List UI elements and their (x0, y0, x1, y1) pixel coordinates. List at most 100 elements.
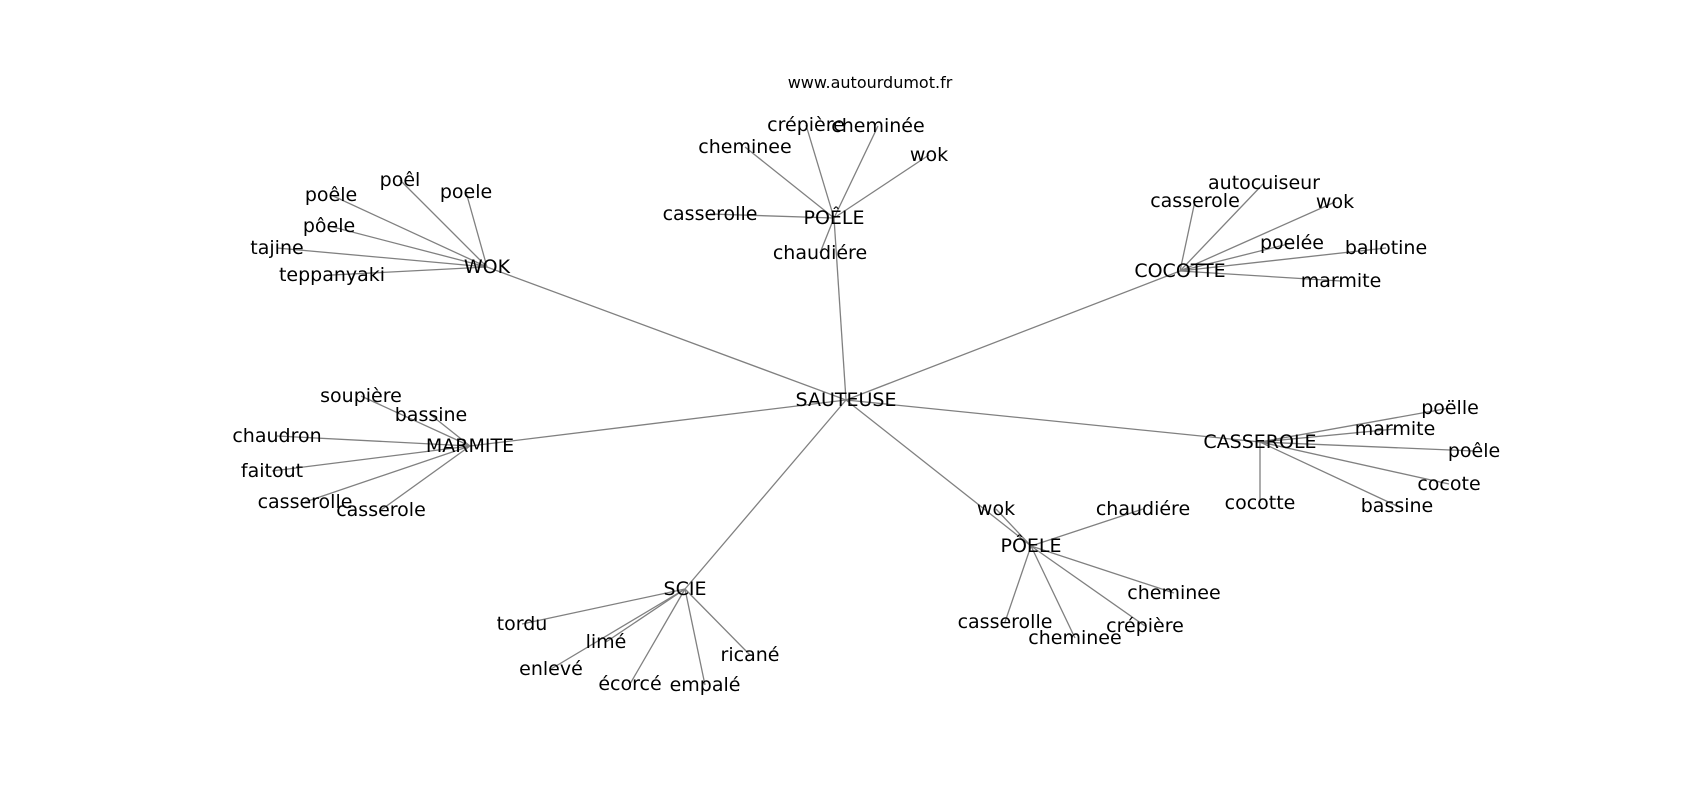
leaf-node-cocotte-1: casserole (1150, 190, 1240, 212)
edge-root-wok (486, 266, 847, 401)
leaf-node-casserole-2: poêle (1448, 440, 1500, 462)
leaf-node-poele-bottom-3: casserolle (958, 611, 1053, 633)
leaf-node-poele-top-1: cheminée (831, 115, 924, 137)
leaf-node-casserole-4: cocotte (1225, 492, 1296, 514)
edge-cocotte-0 (1179, 182, 1265, 272)
edge-scie-3 (629, 588, 686, 685)
hub-node-casserole: CASSEROLE (1203, 431, 1316, 453)
edge-root-marmite (469, 399, 847, 447)
leaf-node-casserole-3: cocote (1417, 473, 1480, 495)
edge-marmite-3 (271, 445, 471, 472)
leaf-node-poele-top-4: casserolle (663, 203, 758, 225)
edge-scie-5 (684, 588, 751, 656)
edge-cocotte-5 (1179, 270, 1342, 282)
edge-scie-4 (684, 588, 706, 686)
edge-cocotte-1 (1179, 200, 1196, 272)
edge-marmite-5 (380, 445, 471, 511)
hub-node-wok: WOK (464, 256, 511, 278)
leaf-node-casserole-5: bassine (1361, 495, 1434, 517)
edge-poele-bottom-1 (1030, 508, 1144, 547)
edge-wok-3 (328, 225, 488, 268)
edge-wok-2 (465, 191, 488, 268)
edge-scie-1 (605, 588, 686, 643)
hub-node-poele-bottom: PÔELE (1000, 533, 1061, 557)
edge-scie-2 (550, 588, 686, 670)
leaf-node-marmite-4: casserolle (258, 491, 353, 513)
leaf-node-scie-1: limé (586, 631, 627, 653)
edge-root-scie (684, 399, 847, 590)
leaf-node-marmite-2: chaudron (232, 425, 321, 447)
leaf-node-poele-top-0: crépière (767, 114, 845, 136)
edge-poele-bottom-0 (995, 508, 1032, 547)
edge-marmite-2 (276, 435, 471, 447)
leaf-node-marmite-5: casserole (336, 499, 426, 521)
leaf-node-scie-4: empalé (670, 674, 741, 696)
edge-scie-0 (521, 588, 686, 625)
leaf-node-scie-2: enlevé (519, 658, 583, 680)
edge-cocotte-4 (1179, 247, 1387, 272)
edge-casserole-2 (1259, 441, 1475, 452)
edge-wok-0 (399, 179, 488, 268)
edge-wok-4 (276, 247, 488, 268)
edge-poele-top-1 (833, 125, 879, 219)
leaf-node-scie-5: ricané (721, 644, 780, 666)
edge-casserole-5 (1259, 441, 1398, 507)
source-label: www.autourdumot.fr (788, 73, 953, 92)
edge-casserole-0 (1259, 407, 1451, 443)
leaf-node-wok-3: pôele (303, 215, 355, 237)
edge-marmite-0 (360, 395, 471, 447)
edge-marmite-4 (304, 445, 471, 503)
edge-cocotte-3 (1179, 242, 1293, 272)
leaf-node-cocotte-5: marmite (1301, 270, 1382, 292)
edge-poele-top-0 (805, 124, 835, 219)
leaf-node-cocotte-4: ballotine (1345, 237, 1427, 259)
edge-poele-top-5 (819, 217, 835, 254)
edge-marmite-1 (430, 414, 471, 447)
leaf-node-poele-top-3: wok (910, 144, 948, 166)
leaf-node-marmite-3: faitout (241, 460, 303, 482)
edge-wok-1 (330, 194, 488, 268)
leaf-node-wok-1: poêle (305, 184, 357, 206)
edge-casserole-3 (1259, 441, 1450, 485)
edge-root-cocotte (845, 270, 1181, 401)
leaf-node-marmite-0: soupière (320, 385, 402, 407)
leaf-node-poele-bottom-2: cheminee (1127, 582, 1220, 604)
leaf-node-poele-bottom-1: chaudiére (1096, 498, 1190, 520)
hub-node-cocotte: COCOTTE (1134, 260, 1225, 282)
edge-root-poele-top (833, 217, 847, 401)
edge-poele-bottom-4 (1030, 545, 1076, 639)
edge-poele-top-3 (833, 154, 930, 219)
leaf-node-scie-3: écorcé (598, 673, 661, 695)
edge-poele-top-2 (744, 146, 835, 219)
edge-poele-bottom-5 (1030, 545, 1146, 627)
edge-poele-bottom-2 (1030, 545, 1175, 594)
hub-node-marmite: MARMITE (426, 435, 514, 457)
edge-root-casserole (845, 399, 1261, 443)
leaf-node-wok-5: teppanyaki (279, 264, 385, 286)
leaf-node-marmite-1: bassine (395, 404, 468, 426)
leaf-node-cocotte-2: wok (1316, 191, 1354, 213)
edge-poele-bottom-3 (1004, 545, 1032, 623)
hub-node-poele-top: POÊLE (803, 206, 864, 229)
leaf-node-wok-0: poêl (380, 169, 421, 191)
edge-poele-top-4 (709, 213, 835, 219)
edge-casserole-1 (1259, 428, 1396, 443)
leaf-node-scie-0: tordu (497, 613, 548, 635)
leaf-node-wok-4: tajine (250, 237, 303, 259)
root-node: SAUTEUSE (796, 389, 897, 411)
leaf-node-poele-bottom-0: wok (977, 498, 1015, 520)
leaf-node-casserole-0: poëlle (1421, 397, 1479, 419)
hub-node-scie: SCIE (664, 578, 707, 600)
leaf-node-poele-top-5: chaudiére (773, 242, 867, 264)
leaf-node-cocotte-3: poelée (1260, 232, 1324, 254)
edge-wok-5 (331, 266, 488, 276)
leaf-node-poele-bottom-5: crépière (1106, 615, 1184, 637)
edges (271, 124, 1475, 686)
edge-cocotte-2 (1179, 201, 1336, 272)
leaf-node-poele-bottom-4: cheminee (1028, 627, 1121, 649)
leaf-node-casserole-1: marmite (1355, 418, 1436, 440)
leaf-node-poele-top-2: cheminee (698, 136, 791, 158)
leaf-node-cocotte-0: autocuiseur (1208, 172, 1320, 194)
leaf-node-wok-2: poele (440, 181, 492, 203)
